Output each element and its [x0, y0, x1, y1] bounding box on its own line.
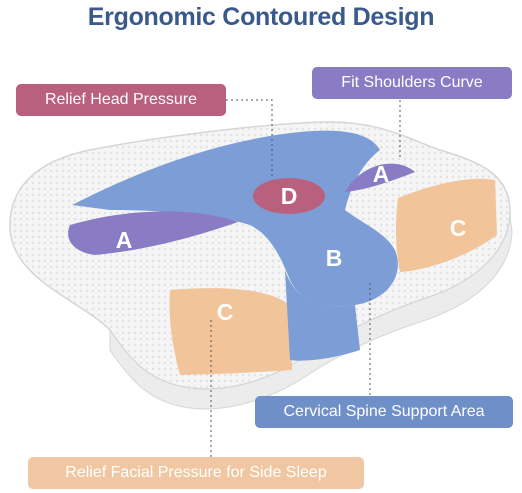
zone-a-right	[345, 163, 415, 192]
zone-d	[253, 178, 325, 214]
zone-label-c-left: C	[217, 299, 234, 325]
zone-a-left	[68, 211, 239, 255]
zone-label-a-left: A	[116, 227, 133, 253]
zone-label-c-right: C	[450, 215, 467, 241]
zone-b-front	[285, 270, 360, 361]
zone-c-right	[395, 178, 497, 272]
zone-c-left	[169, 288, 292, 375]
callout-relief-head-pressure: Relief Head Pressure	[16, 84, 226, 116]
zone-label-a-right: A	[373, 161, 390, 187]
zone-label-d: D	[281, 183, 298, 209]
zone-label-b: B	[326, 245, 343, 271]
page-title: Ergonomic Contoured Design	[87, 3, 435, 31]
leader-lines	[210, 99, 401, 457]
pillow-side-face	[109, 214, 513, 410]
callout-relief-facial-pressure: Relief Facial Pressure for Side Sleep	[28, 457, 364, 489]
callout-fit-shoulders-curve: Fit Shoulders Curve	[312, 67, 512, 99]
leader-head	[226, 99, 273, 178]
zone-b	[72, 130, 398, 307]
callout-cervical-spine-support: Cervical Spine Support Area	[255, 396, 513, 428]
